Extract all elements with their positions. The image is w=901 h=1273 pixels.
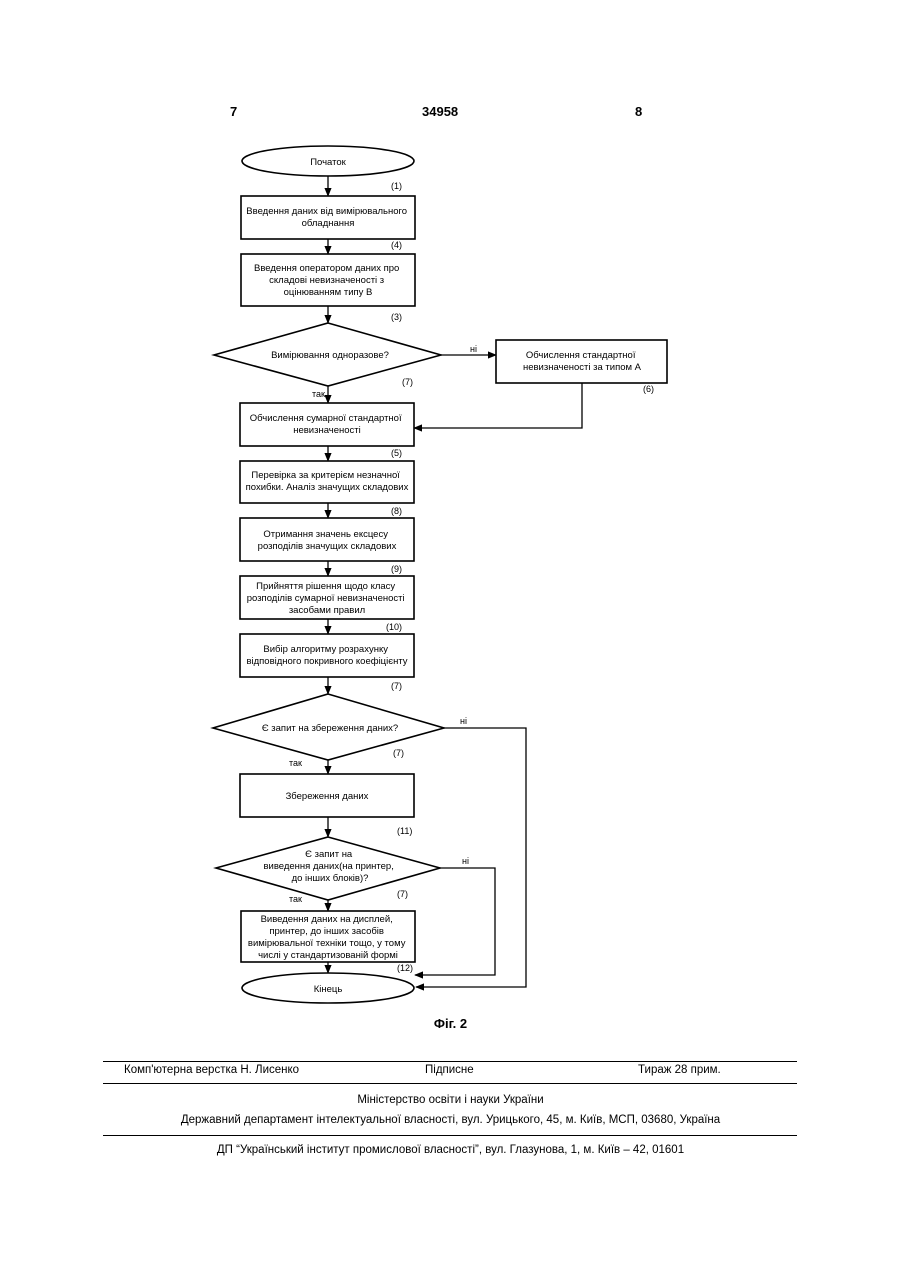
- node-check-label: Перевірка за критерієм незначної похибки…: [246, 470, 409, 493]
- node-operator: Введення оператором даних про складові н…: [241, 254, 415, 306]
- footer-department: Державний департамент інтелектуальної вл…: [0, 1114, 901, 1126]
- node-combined: Обчислення сумарної стандартної невизнач…: [240, 403, 414, 446]
- step-label: (3): [391, 312, 402, 322]
- figure-caption: Фіг. 2: [0, 1016, 901, 1031]
- node-excess-label: Отримання значень ексцесу розподілів зна…: [258, 529, 397, 552]
- step-label: (8): [391, 506, 402, 516]
- node-output: Виведення даних на дисплей, принтер, до …: [241, 911, 415, 962]
- step-label: (7): [397, 889, 408, 899]
- step-label: (12): [397, 963, 413, 973]
- node-end-label: Кінець: [314, 984, 343, 995]
- node-check: Перевірка за критерієм незначної похибки…: [240, 461, 414, 503]
- step-label: (7): [393, 748, 404, 758]
- step-label: (11): [397, 826, 412, 836]
- node-save-query: Є запит на збереження даних?: [213, 694, 444, 760]
- flowchart: Початок Введення даних від вимірювальног…: [0, 0, 901, 1010]
- node-excess: Отримання значень ексцесу розподілів зна…: [240, 518, 414, 561]
- node-input: Введення даних від вимірювального обладн…: [241, 196, 415, 239]
- divider: [103, 1061, 797, 1062]
- footer-ministry: Міністерство освіти і науки України: [0, 1094, 901, 1106]
- step-label: (10): [386, 622, 402, 632]
- footer-signed: Підписне: [425, 1064, 474, 1076]
- node-typea-label: Обчислення стандартної невизначеності за…: [523, 350, 642, 373]
- node-save-query-label: Є запит на збереження даних?: [262, 723, 398, 734]
- step-label: (6): [643, 384, 654, 394]
- step-label: (9): [391, 564, 402, 574]
- step-label: (1): [391, 181, 402, 191]
- node-algorithm-label: Вибір алгоритму розрахунку відповідного …: [246, 644, 407, 667]
- branch-label-yes: так: [289, 758, 302, 768]
- node-typea: Обчислення стандартної невизначеності за…: [496, 340, 667, 383]
- footer-institute: ДП “Український інститут промислової вла…: [0, 1144, 901, 1156]
- node-end: Кінець: [242, 973, 414, 1003]
- edge-outputq-end: [415, 868, 495, 975]
- branch-label-no: ні: [462, 856, 469, 866]
- branch-label-yes: так: [289, 894, 302, 904]
- branch-label-no: ні: [470, 344, 477, 354]
- footer-layout: Комп'ютерна верстка Н. Лисенко: [124, 1064, 299, 1076]
- node-class-decision: Прийняття рішення щодо класу розподілів …: [240, 576, 414, 619]
- step-label: (4): [391, 240, 402, 250]
- footer-circulation: Тираж 28 прим.: [638, 1064, 721, 1076]
- node-output-label: Виведення даних на дисплей, принтер, до …: [248, 914, 408, 961]
- branch-label-yes: так: [312, 389, 325, 399]
- divider: [103, 1135, 797, 1136]
- step-label: (5): [391, 448, 402, 458]
- branch-label-no: ні: [460, 716, 467, 726]
- step-label: (7): [402, 377, 413, 387]
- node-save-label: Збереження даних: [286, 791, 369, 802]
- node-algorithm: Вибір алгоритму розрахунку відповідного …: [240, 634, 414, 677]
- edge-saveq-end: [416, 728, 526, 987]
- node-single-label: Вимірювання одноразове?: [271, 350, 389, 361]
- node-start-label: Початок: [310, 157, 346, 168]
- step-label: (7): [391, 681, 402, 691]
- node-start: Початок: [242, 146, 414, 176]
- edge-typea-combined: [414, 383, 582, 428]
- node-save: Збереження даних: [240, 774, 414, 817]
- divider: [103, 1083, 797, 1084]
- step-labels: (1) (4) (3) (7) (6) (5) (8) (9) (10) (7)…: [386, 181, 654, 973]
